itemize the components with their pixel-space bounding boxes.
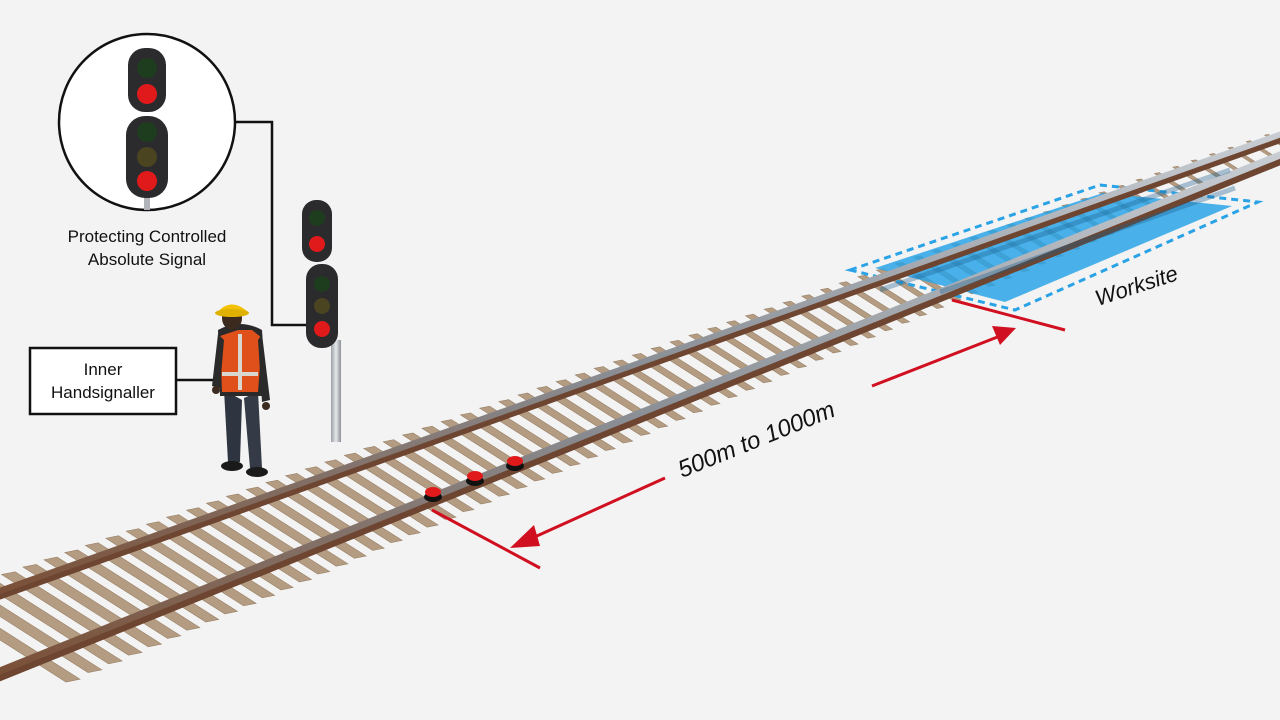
traffic-signal-icon xyxy=(302,200,338,348)
detonator-icon xyxy=(424,487,442,502)
handsignaller-label-line2: Handsignaller xyxy=(51,383,155,402)
controlled-absolute-signal xyxy=(302,200,341,442)
signal-callout xyxy=(57,32,306,327)
signal-label-line1: Protecting Controlled xyxy=(68,227,227,246)
worksite-label: Worksite xyxy=(1092,261,1181,311)
sleeper xyxy=(0,604,103,673)
handsignaller-figure xyxy=(212,304,270,477)
track-rails xyxy=(0,131,1280,682)
boundary-markers xyxy=(431,298,1066,570)
worksite-rail-shading xyxy=(879,167,1236,295)
handsignaller-callout xyxy=(28,346,222,416)
handsignaller-label-line1: Inner xyxy=(84,360,123,379)
distance-arrow xyxy=(510,326,1016,548)
traffic-signal-icon xyxy=(126,48,168,198)
detonators xyxy=(424,456,524,502)
detonator-icon xyxy=(506,456,524,471)
signal-label-line2: Absolute Signal xyxy=(88,250,206,269)
detonator-icon xyxy=(466,471,484,486)
